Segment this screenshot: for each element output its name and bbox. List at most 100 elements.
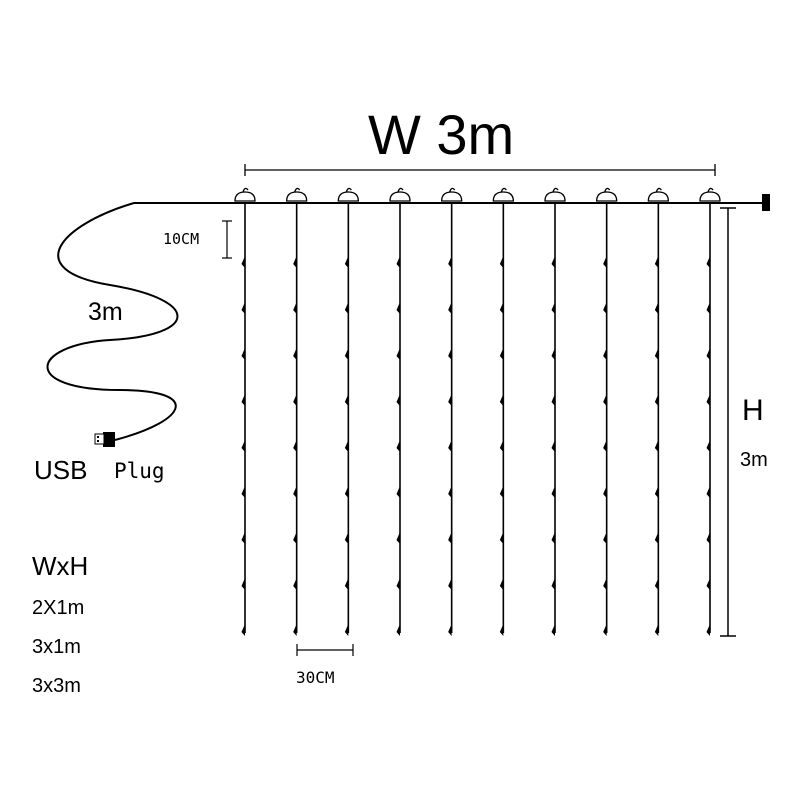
led-bulb [396, 348, 400, 360]
led-bulb [603, 624, 607, 636]
led-bulb [603, 532, 607, 544]
led-bulb [344, 394, 349, 406]
led-bulb [344, 532, 349, 544]
led-bulb [654, 578, 659, 590]
led-bulb [241, 394, 245, 406]
led-bulb [448, 348, 452, 360]
led-bulb [603, 348, 607, 360]
hanging-hook-icon [286, 187, 308, 202]
led-bulb [293, 624, 297, 636]
led-bulb [499, 532, 504, 544]
led-bulb [603, 302, 607, 314]
led-bulb [293, 532, 297, 544]
led-bulb [396, 394, 400, 406]
led-bulb [448, 578, 452, 590]
led-bulb [654, 348, 659, 360]
width-dimension [244, 164, 716, 176]
led-bulb [551, 256, 555, 268]
led-bulb [654, 624, 659, 636]
size-option: 3x3m [32, 675, 81, 697]
led-bulb [551, 394, 555, 406]
led-bulb [241, 348, 245, 360]
height-label: H [742, 394, 764, 427]
hanging-hook-icon [492, 187, 514, 202]
led-bulb [706, 578, 710, 590]
led-bulb [603, 578, 607, 590]
led-bulb [293, 394, 297, 406]
led-bulb [603, 486, 607, 498]
led-bulb [396, 440, 400, 452]
height-value-label: 3m [740, 449, 768, 471]
led-bulb [241, 440, 245, 452]
led-bulb [706, 394, 710, 406]
led-bulb [448, 486, 452, 498]
led-bulb [499, 302, 504, 314]
hanging-hook-icon [441, 187, 463, 202]
hanging-hook-icon [234, 187, 256, 202]
light-strands [234, 187, 721, 636]
led-bulb [706, 440, 710, 452]
led-bulb [654, 486, 659, 498]
led-bulb [293, 486, 297, 498]
led-bulb [448, 532, 452, 544]
led-bulb [654, 394, 659, 406]
usb-cable [46, 202, 179, 441]
led-bulb [448, 440, 452, 452]
led-bulb [706, 624, 710, 636]
led-bulb [551, 348, 555, 360]
usb-plug-icon [94, 432, 115, 447]
led-bulb [499, 624, 504, 636]
led-bulb [344, 486, 349, 498]
strand-spacing-label: 30CM [296, 668, 335, 687]
led-bulb [499, 486, 504, 498]
plug-label: Plug [114, 459, 165, 483]
led-bulb [293, 256, 297, 268]
led-bulb [241, 486, 245, 498]
led-bulb [499, 440, 504, 452]
hanging-hook-icon [699, 187, 721, 202]
led-bulb [396, 256, 400, 268]
led-bulb [448, 394, 452, 406]
led-bulb [499, 348, 504, 360]
led-bulb [448, 302, 452, 314]
size-option: 2X1m [32, 597, 85, 619]
led-bulb [344, 440, 349, 452]
led-bulb [344, 256, 349, 268]
width-label: W 3m [368, 103, 515, 166]
led-bulb [551, 578, 555, 590]
led-bulb [293, 348, 297, 360]
led-bulb [241, 624, 245, 636]
led-bulb [551, 624, 555, 636]
usb-label: USB [34, 455, 88, 485]
led-bulb [654, 440, 659, 452]
led-bulb [344, 624, 349, 636]
led-bulb [603, 256, 607, 268]
led-bulb [241, 256, 245, 268]
led-bulb [241, 578, 245, 590]
led-bulb [706, 486, 710, 498]
led-bulb [448, 624, 452, 636]
led-bulb [396, 532, 400, 544]
led-bulb [396, 578, 400, 590]
hanging-hook-icon [337, 187, 359, 202]
strand-spacing-marker [296, 644, 354, 656]
led-bulb [551, 302, 555, 314]
led-bulb [396, 624, 400, 636]
led-bulb [241, 532, 245, 544]
end-cap [762, 194, 770, 211]
led-bulb [293, 440, 297, 452]
led-bulb [499, 256, 504, 268]
led-bulb [603, 440, 607, 452]
cable-length-label: 3m [88, 298, 123, 326]
led-bulb [344, 302, 349, 314]
led-bulb [706, 532, 710, 544]
led-bulb [396, 486, 400, 498]
led-bulb [396, 302, 400, 314]
drop-spacing-marker [222, 220, 232, 259]
led-bulb [551, 532, 555, 544]
led-bulb [499, 578, 504, 590]
led-bulb [706, 348, 710, 360]
led-bulb [344, 578, 349, 590]
led-bulb [654, 256, 659, 268]
